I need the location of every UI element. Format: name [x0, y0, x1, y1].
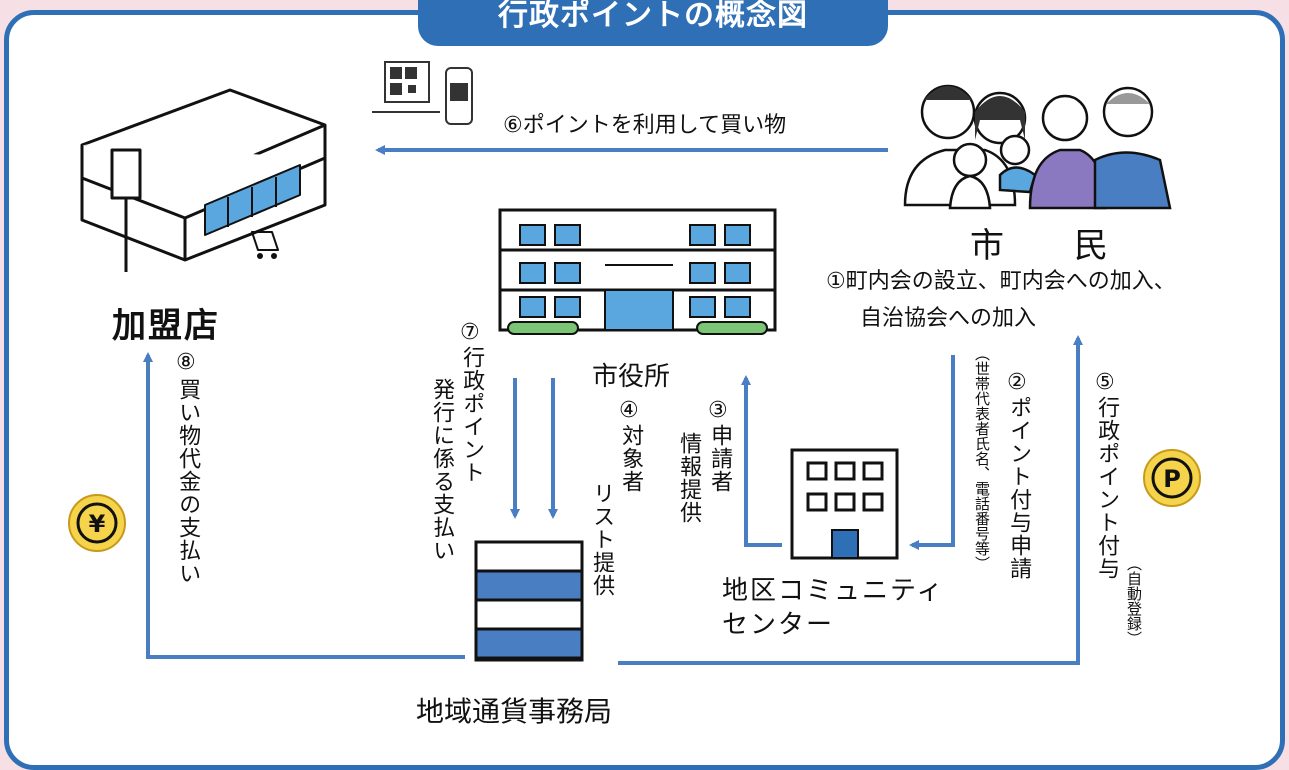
currency-office-icon [474, 540, 584, 662]
step-7-col2: 発行に係る支払い [429, 378, 455, 562]
arrow-8 [143, 352, 465, 659]
step-1-label-1: ①町内会の設立、町内会への加入、 [826, 269, 1176, 294]
currency-office-label: 地域通貨事務局 [416, 695, 613, 728]
step-8-number: ⑧ [176, 350, 196, 375]
point-coin-icon: P [1143, 449, 1201, 507]
step-1-label-2: 自治協会への加入 [860, 306, 1037, 331]
city-hall-icon [498, 208, 777, 335]
arrow-5 [618, 335, 1083, 665]
step-6-label: ⑥ポイントを利用して買い物 [503, 113, 787, 138]
step-5-note: （自動登録） [1125, 556, 1143, 646]
step-2-number: ② [1007, 370, 1027, 395]
citizens-icon [903, 84, 1172, 210]
yen-coin-icon: ¥ [68, 494, 126, 552]
diagram-stage: 行政ポイントの概念図 [4, 0, 1285, 770]
step-3-col1: 申請者 [707, 424, 733, 493]
step-8-label: 買い物代金の支払い [175, 378, 201, 585]
step-4-number: ④ [619, 398, 639, 423]
yen-coin-symbol: ¥ [89, 510, 106, 538]
step-3-col2: 情報提供 [676, 432, 702, 524]
step-2-note: （世帯代表者氏名、電話番号等） [973, 346, 991, 571]
community-center-icon [790, 448, 899, 560]
step-5-number: ⑤ [1095, 370, 1115, 395]
step-7-number: ⑦ [460, 320, 480, 345]
point-coin-symbol: P [1163, 465, 1181, 493]
step-5-label: 行政ポイント付与 [1094, 396, 1120, 580]
step-3-number: ③ [708, 398, 728, 423]
step-2-label: ポイント付与申請 [1006, 396, 1032, 580]
city-hall-label: 市役所 [592, 362, 671, 392]
diagram-art: P ¥ [68, 61, 1201, 665]
arrow-3 [741, 375, 782, 547]
shop-label: 加盟店 [112, 306, 220, 346]
qr-payment-icon [372, 61, 473, 125]
community-center-label-1: 地区コミュニティ [722, 576, 945, 606]
shop-icon [80, 88, 327, 272]
diagram-title: 行政ポイントの概念図 [418, 0, 888, 46]
step-7-col1: 行政ポイント [459, 346, 485, 484]
step-4-col2: リスト提供 [589, 482, 615, 597]
step-4-col1: 対象者 [618, 424, 644, 493]
community-center-label-2: センター [722, 610, 835, 640]
citizens-label: 市 民 [970, 226, 1126, 266]
arrow-2 [909, 355, 955, 550]
